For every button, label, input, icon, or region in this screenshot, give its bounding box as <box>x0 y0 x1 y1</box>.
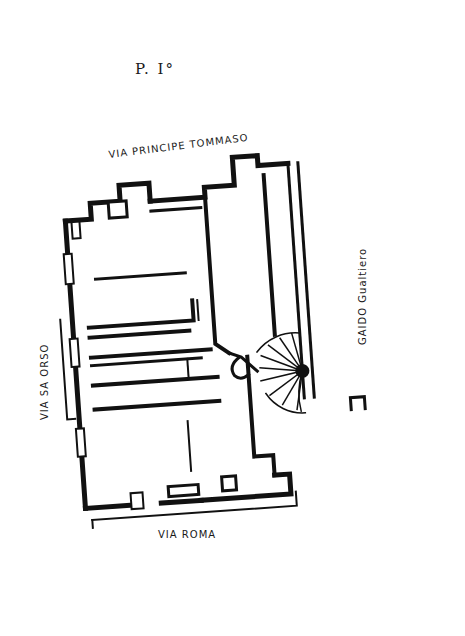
sheet-title: P. I° <box>135 62 175 77</box>
owner-name: GAIDO Gualtiero <box>358 248 368 345</box>
street-name: VIA SA ORSO <box>40 344 50 420</box>
street-name: VIA ROMA <box>158 530 216 540</box>
street-name: VIA PRINCIPE TOMMASO <box>108 133 249 160</box>
